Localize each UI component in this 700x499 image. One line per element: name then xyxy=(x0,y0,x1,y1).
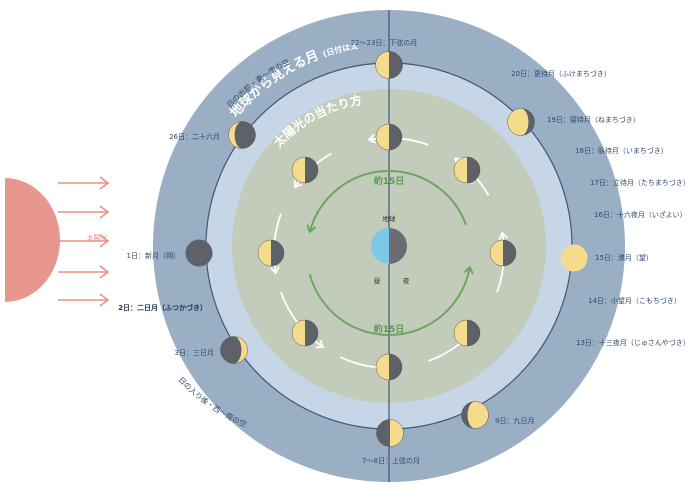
phase-label-26: 26日：二十六月 xyxy=(169,132,220,141)
earth-label: 地球 xyxy=(383,214,397,223)
inner-moon xyxy=(291,156,319,184)
phase-label-14: 14日：小望月（こもちづき） xyxy=(588,296,681,305)
phase-label-3: 3日：三日月 xyxy=(175,349,214,357)
outer-moon xyxy=(375,51,403,79)
outer-moon xyxy=(228,121,256,149)
sun-ray-arrow xyxy=(58,293,110,307)
outer-moon xyxy=(185,239,213,267)
inner-moon-ring xyxy=(257,123,517,381)
day-cycle-arrows xyxy=(306,170,474,336)
phase-label-20: 20日：更待月（ふけまちづき） xyxy=(511,69,611,78)
phase-label-15: 15日：満月（望） xyxy=(595,253,653,262)
sun-shape xyxy=(5,178,60,302)
inner-moon xyxy=(453,319,481,347)
inner-moon xyxy=(489,239,517,267)
sun-rays xyxy=(58,176,110,307)
sun-ray-arrow xyxy=(58,205,110,219)
sun-ray-arrow xyxy=(58,265,110,279)
outer-moon xyxy=(461,401,489,429)
phase-label-18: 18日：臥待月（いまちづき） xyxy=(575,146,668,155)
sun-ray-arrow xyxy=(58,176,110,190)
day-count-bottom: 約15日 xyxy=(374,323,405,335)
outer-moon xyxy=(507,108,535,136)
inner-moon xyxy=(291,319,319,347)
outer-moon-ring xyxy=(185,51,588,447)
inner-moon xyxy=(453,156,481,184)
sun-ray-arrow xyxy=(58,234,110,248)
outer-moon xyxy=(560,244,588,272)
inner-moon xyxy=(375,123,403,151)
phase-label-9: 9日：九日月 xyxy=(495,416,534,425)
sun-light-label: 太陽光 xyxy=(87,233,108,242)
inner-moon xyxy=(375,353,403,381)
outer-moon xyxy=(376,419,404,447)
earth-night-side xyxy=(389,228,407,264)
earth: 地球 昼 夜 xyxy=(371,214,410,285)
phase-label-7: 7〜8日：上弦の月 xyxy=(362,456,420,465)
phase-label-16: 16日：十六夜月（いざよい） xyxy=(594,210,687,219)
phase-label-19: 19日：寝待月（ねまちづき） xyxy=(547,115,640,124)
phase-label-1: 1日：新月（朔） xyxy=(127,251,180,260)
orbit-arrow xyxy=(306,170,467,234)
inner-moon xyxy=(257,239,285,267)
earth-day-side xyxy=(371,228,389,264)
phase-label-22: 22〜23日：下弦の月 xyxy=(351,38,418,47)
earth-day-label: 昼 xyxy=(374,277,381,285)
phase-label-13: 13日：十三夜月（じゅさんやづき） xyxy=(576,338,690,347)
day-count-top: 約15日 xyxy=(374,175,405,187)
phase-label-2: 2日：二日月（ふつかづき） xyxy=(118,303,207,312)
earth-night-label: 夜 xyxy=(403,276,410,285)
orbit-arrow xyxy=(308,265,474,336)
phase-label-17: 17日：立待月（たちまちづき） xyxy=(590,178,690,187)
outer-moon xyxy=(220,336,248,364)
